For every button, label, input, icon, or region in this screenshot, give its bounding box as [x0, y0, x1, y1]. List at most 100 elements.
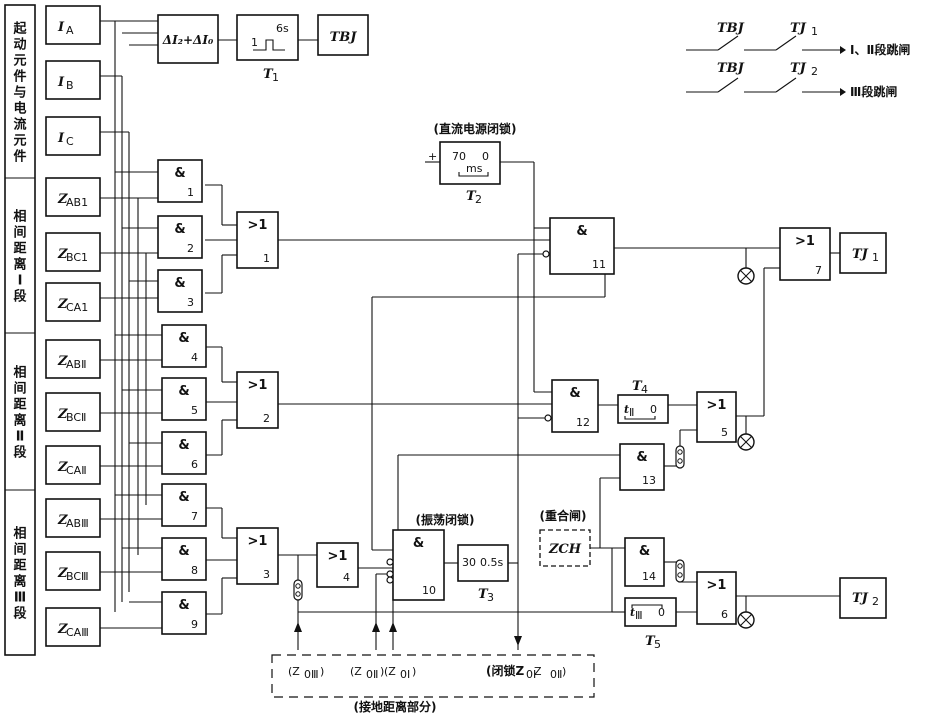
and-gate-1: &1: [157, 159, 203, 203]
svg-text:2: 2: [263, 412, 270, 425]
input-block: [45, 498, 101, 538]
svg-text:&: &: [178, 598, 189, 613]
input-block-label: Z: [57, 354, 68, 369]
input-block: [45, 282, 101, 322]
delta-current-block: ΔI₂+ΔI₀: [157, 14, 219, 64]
svg-text:TBJ: TBJ: [717, 61, 745, 76]
svg-text:&: &: [636, 450, 647, 465]
output-tj2: TJ 2: [839, 577, 887, 619]
svg-text:TJ: TJ: [852, 591, 869, 606]
svg-text:2: 2: [811, 65, 818, 78]
svg-text:t: t: [624, 403, 629, 416]
svg-text:&: &: [178, 331, 189, 346]
svg-text:TBJ: TBJ: [717, 21, 745, 36]
connector-pin-icon: [675, 559, 685, 583]
svg-text:Ⅲ段跳闸: Ⅲ段跳闸: [850, 84, 897, 99]
svg-text:Ⅰ、Ⅱ段跳闸: Ⅰ、Ⅱ段跳闸: [850, 42, 910, 57]
svg-text:10: 10: [422, 584, 436, 597]
input-block-subscript: A: [66, 24, 74, 37]
input-block-label: Z: [57, 407, 68, 422]
reclose-zch-block: (重合闸) ZCH: [539, 508, 591, 567]
svg-text:6: 6: [721, 608, 728, 621]
and-gate-7: &7: [161, 483, 207, 527]
svg-text:6s: 6s: [276, 22, 289, 35]
svg-text:>1: >1: [328, 549, 348, 564]
timer-t4: T 4 t Ⅱ 0: [617, 379, 669, 424]
svg-text:TJ: TJ: [790, 61, 807, 76]
svg-text:(接地距离部分): (接地距离部分): [354, 699, 437, 714]
svg-text:0Ⅱ: 0Ⅱ: [550, 668, 562, 681]
svg-text:0Ⅰ: 0Ⅰ: [526, 668, 536, 681]
input-block: [45, 445, 101, 485]
svg-text:3: 3: [487, 591, 494, 604]
svg-text:6: 6: [191, 458, 198, 471]
svg-text:0: 0: [482, 150, 489, 163]
svg-text:0: 0: [658, 606, 665, 619]
timer-t1: 1 6s T 1: [236, 14, 299, 84]
svg-text:4: 4: [343, 571, 350, 584]
input-block-label: Z: [57, 513, 68, 528]
tbj-block: TBJ: [317, 14, 369, 56]
or-gate-7: >1 7: [779, 227, 831, 281]
svg-text:&: &: [174, 222, 185, 237]
svg-text:&: &: [413, 536, 424, 551]
input-block-subscript: ABⅢ: [66, 517, 89, 530]
input-block-subscript: B: [66, 79, 74, 92]
svg-text:T: T: [478, 587, 489, 602]
lamp-icon: [737, 433, 755, 451]
inverter-bubble: [542, 250, 550, 258]
svg-text:1: 1: [187, 186, 194, 199]
svg-text:(闭锁Z: (闭锁Z: [486, 663, 524, 678]
svg-text:3: 3: [263, 568, 270, 581]
input-block: [45, 232, 101, 272]
svg-text:2: 2: [475, 193, 482, 206]
svg-text:&: &: [178, 544, 189, 559]
svg-text:1: 1: [272, 71, 279, 84]
and-gate-10: & 10: [392, 529, 445, 601]
inverter-bubble: [386, 576, 394, 584]
input-block-label: I: [57, 75, 65, 90]
input-block: [45, 392, 101, 432]
svg-text:>1: >1: [795, 234, 815, 249]
inverter-bubble: [386, 570, 394, 578]
and-gate-9: &9: [161, 591, 207, 635]
svg-text:>1: >1: [248, 218, 268, 233]
input-block-label: Z: [57, 192, 68, 207]
and-gate-13: &13: [619, 443, 665, 491]
svg-text:&: &: [174, 166, 185, 181]
svg-text:>1: >1: [248, 534, 268, 549]
svg-text:5: 5: [191, 404, 198, 417]
svg-text:&: &: [178, 490, 189, 505]
svg-text:TJ: TJ: [852, 247, 869, 262]
delta-current-label: ΔI₂+ΔI₀: [162, 33, 214, 47]
ground-distance-part: (Z 0Ⅲ ) (Z 0Ⅱ ) (Z 0Ⅰ ) (闭锁Z 0Ⅰ Z 0Ⅱ ) (…: [271, 654, 595, 714]
svg-text:Ⅲ: Ⅲ: [635, 609, 643, 622]
svg-text:9: 9: [191, 618, 198, 631]
svg-text:5: 5: [654, 638, 661, 651]
svg-text:3: 3: [187, 296, 194, 309]
and-gate-12: &12: [551, 379, 599, 433]
svg-text:(Z: (Z: [384, 665, 396, 678]
input-block-subscript: CA1: [66, 301, 88, 314]
lamp-icon: [737, 267, 755, 285]
svg-text:0Ⅱ: 0Ⅱ: [366, 668, 378, 681]
svg-text:4: 4: [641, 383, 648, 396]
svg-text:11: 11: [592, 258, 606, 271]
svg-text:0Ⅲ: 0Ⅲ: [304, 668, 319, 681]
svg-text:): ): [380, 665, 384, 678]
and-gate-14: &14: [624, 537, 665, 587]
svg-text:(Z: (Z: [350, 665, 362, 678]
svg-text:1: 1: [872, 251, 879, 264]
svg-text:Ⅱ: Ⅱ: [629, 406, 634, 419]
and-gate-11: & 11: [549, 217, 615, 275]
svg-text:4: 4: [191, 351, 198, 364]
or-gate-5: >15: [696, 391, 737, 443]
inverter-bubble: [544, 414, 552, 422]
svg-text:2: 2: [187, 242, 194, 255]
svg-text:7: 7: [815, 264, 822, 277]
svg-text:): ): [562, 665, 566, 678]
svg-text:&: &: [576, 224, 587, 239]
